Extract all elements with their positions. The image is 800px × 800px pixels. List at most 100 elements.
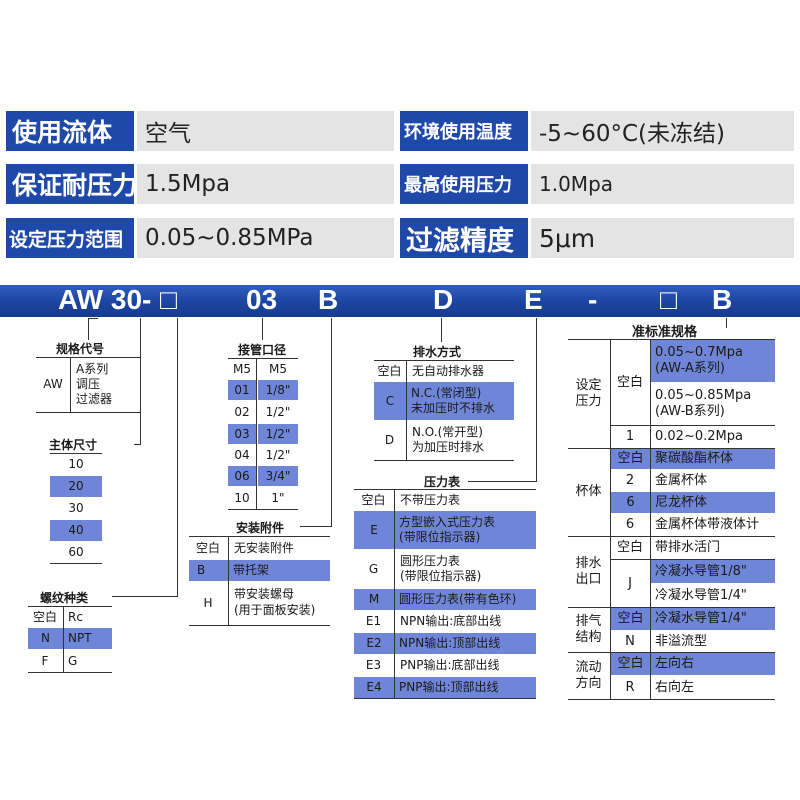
fluid-value: 空气 — [137, 111, 394, 151]
range-label: 设定压力范围 — [6, 218, 134, 258]
thread-title: 螺纹种类 — [40, 591, 89, 605]
gauge-desc: PNP输出:底部出线 — [400, 658, 500, 673]
model-code-banner — [0, 285, 800, 317]
drain-code: D — [384, 432, 395, 447]
thread-desc: G — [68, 653, 78, 668]
port-code: 02 — [234, 404, 250, 419]
std-group-bowl: 杯体 — [575, 484, 602, 500]
drain-desc: 无自动排水器 — [412, 363, 485, 378]
mount-desc: 带安装螺母 (用于面板安装) — [234, 587, 316, 617]
gauge-desc: 圆形压力表 (带限位指示器) — [400, 554, 482, 583]
std-code: J — [628, 575, 632, 591]
std-group-drain-port: 排水 出口 — [575, 555, 602, 587]
model-mount-code: B — [318, 284, 339, 315]
std-desc: 非溢流型 — [655, 633, 708, 649]
std-title: 准标准规格 — [632, 325, 698, 340]
port-code: 04 — [234, 447, 250, 462]
maxp-value: 1.0Mpa — [531, 164, 794, 204]
model-box-2: □ — [660, 284, 677, 315]
std-desc: 尼龙杯体 — [651, 492, 775, 513]
mount-title: 安装附件 — [236, 521, 285, 535]
proof-value: 1.5Mpa — [137, 164, 394, 204]
gauge-code: E2 — [354, 633, 394, 654]
proof-label: 保证耐压力 — [6, 164, 134, 204]
drain-code: 空白 — [377, 363, 402, 378]
std-code: 空白 — [611, 449, 650, 469]
body-size-item: 20 — [50, 476, 102, 497]
std-desc: 0.05~0.85Mpa (AW-B系列) — [655, 388, 752, 419]
filter-label: 过滤精度 — [400, 218, 528, 258]
maxp-label: 最高使用压力 — [400, 164, 528, 204]
std-desc: 金属杯体带液体计 — [655, 516, 760, 532]
body-size-title: 主体尺寸 — [49, 438, 98, 452]
port-size: 1" — [271, 490, 285, 505]
port-code: 01 — [228, 380, 256, 400]
gauge-code: E3 — [365, 658, 382, 673]
gauge-code: E4 — [354, 677, 394, 698]
gauge-desc: NPN输出:底部出线 — [400, 614, 502, 629]
gauge-code: G — [368, 561, 379, 576]
model-drain-code: D — [433, 284, 454, 315]
std-desc: 左向右 — [651, 653, 775, 675]
gauge-title: 压力表 — [424, 475, 461, 489]
drain-code: C — [374, 382, 406, 420]
std-group-exhaust: 排气 结构 — [575, 614, 602, 645]
std-desc: 金属杯体 — [655, 472, 708, 488]
std-code: 空白 — [611, 653, 650, 675]
mount-code: H — [203, 595, 213, 610]
model-gauge-code: E — [524, 284, 543, 315]
std-desc: 冷凝水导管1/4" — [655, 587, 747, 603]
gauge-code: E1 — [365, 614, 382, 629]
model-port-code: 03 — [246, 284, 278, 315]
model-prefix: AW 30- — [58, 284, 152, 315]
thread-code: 空白 — [32, 609, 57, 624]
port-size: 1/2" — [265, 404, 291, 419]
std-group-flow: 流动 方向 — [575, 660, 602, 691]
port-code: 06 — [228, 466, 256, 486]
port-size: M5 — [269, 361, 287, 376]
std-desc: 带排水活门 — [655, 540, 721, 556]
std-code: 空白 — [616, 540, 643, 556]
mount-code: 空白 — [195, 540, 220, 555]
gauge-desc: 圆形压力表(带有色环) — [395, 589, 536, 610]
port-size: 3/4" — [258, 466, 298, 486]
std-desc: 右向左 — [655, 679, 695, 695]
gauge-desc: NPN输出:顶部出线 — [395, 633, 536, 654]
drain-title: 排水方式 — [413, 345, 462, 359]
thread-code: F — [41, 653, 49, 668]
temp-value: -5~60°C(未冻结) — [531, 111, 794, 151]
drain-desc: N.O.(常开型) 为加压时排水 — [412, 425, 485, 454]
std-code: N — [625, 633, 635, 649]
temp-label: 环境使用温度 — [400, 111, 528, 151]
gauge-code: M — [354, 589, 394, 610]
drain-desc: N.C.(常闭型) 未加压时不排水 — [407, 382, 514, 420]
model-box: □ — [160, 284, 177, 315]
port-title: 接管口径 — [238, 343, 287, 357]
port-code: M5 — [233, 361, 251, 376]
std-desc: 0.02~0.2Mpa — [655, 429, 743, 445]
filter-value: 5μm — [531, 218, 794, 258]
body-size-item: 30 — [68, 501, 84, 516]
gauge-code: 空白 — [361, 492, 386, 507]
port-size: 1/8" — [258, 380, 298, 400]
spec-code-value: AW — [43, 377, 63, 392]
mount-desc: 无安装附件 — [234, 540, 295, 555]
range-value: 0.05~0.85MPa — [137, 218, 394, 258]
spec-code-title: 规格代号 — [56, 342, 105, 356]
gauge-desc: 不带压力表 — [400, 492, 461, 507]
std-desc: 冷凝水导管1/4" — [651, 608, 775, 630]
std-desc: 聚碳酸酯杯体 — [651, 449, 775, 469]
gauge-code: E — [354, 511, 394, 549]
body-size-item: 40 — [50, 520, 102, 541]
mount-desc: 带托架 — [229, 560, 330, 581]
thread-desc: NPT — [64, 628, 112, 649]
model-std-code: B — [712, 284, 733, 315]
std-code: 空白 — [611, 608, 650, 630]
std-code: R — [625, 679, 635, 695]
spec-code-desc: A系列 调压 过滤器 — [76, 362, 113, 406]
model-dash: - — [588, 284, 598, 315]
std-code: 空白 — [616, 374, 643, 390]
gauge-desc: 方型嵌入式压力表 (带限位指示器) — [395, 511, 536, 549]
gauge-desc: PNP输出:顶部出线 — [395, 677, 536, 698]
port-size: 1/2" — [265, 447, 291, 462]
